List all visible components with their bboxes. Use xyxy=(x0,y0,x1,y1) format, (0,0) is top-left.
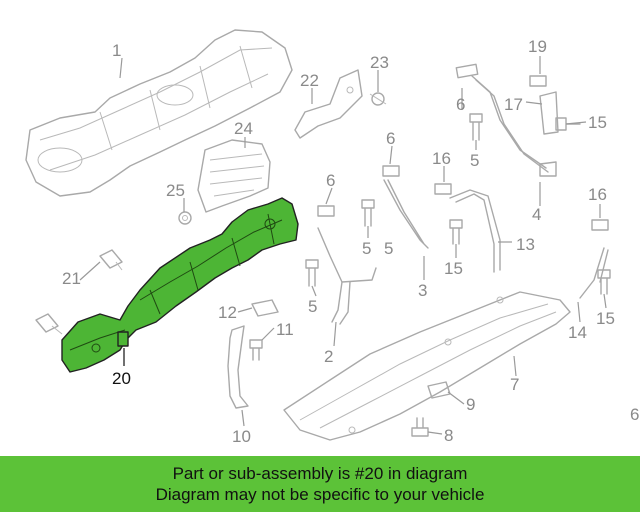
callout-label: 10 xyxy=(232,427,251,446)
callout-label: 9 xyxy=(466,395,475,414)
leader-lines xyxy=(79,56,607,435)
callout-labels: 1 2 3 4 5 5 5 5 6 6 6 6 7 8 9 10 11 12 1… xyxy=(62,37,639,446)
callout-label: 24 xyxy=(234,119,253,138)
retainer-part xyxy=(427,381,451,399)
mounting-bracket-group xyxy=(317,63,609,325)
nut-part xyxy=(178,211,192,225)
callout-label: 12 xyxy=(218,303,237,322)
callout-label: 15 xyxy=(588,113,607,132)
callout-label: 14 xyxy=(568,323,587,342)
skid-plate-part xyxy=(283,291,571,441)
fuel-tank-part xyxy=(25,29,293,197)
callout-label: 8 xyxy=(444,426,453,445)
retainer-part xyxy=(251,299,279,317)
callout-label: 22 xyxy=(300,71,319,90)
callout-label: 5 xyxy=(362,239,371,258)
callout-label: 16 xyxy=(588,185,607,204)
callout-label: 11 xyxy=(276,320,294,339)
callout-label: 15 xyxy=(444,259,463,278)
callout-label: 13 xyxy=(516,235,535,254)
callout-label: 23 xyxy=(370,53,389,72)
callout-label: 21 xyxy=(62,269,81,288)
highlight-info-banner: Part or sub-assembly is #20 in diagram D… xyxy=(0,456,640,512)
callout-label: 5 xyxy=(308,297,317,316)
heat-shield-part xyxy=(197,139,271,213)
callout-label: 19 xyxy=(528,37,547,56)
bolt-part xyxy=(35,249,123,335)
bracket-part xyxy=(294,69,363,139)
callout-label: 6 xyxy=(386,129,395,148)
callout-label: 17 xyxy=(504,95,523,114)
banner-line-part-info: Part or sub-assembly is #20 in diagram xyxy=(172,464,468,483)
callout-label: 3 xyxy=(418,281,427,300)
callout-label: 4 xyxy=(532,205,541,224)
callout-label: 15 xyxy=(596,309,615,328)
callout-label: 6 xyxy=(326,171,335,190)
clip-part xyxy=(369,92,387,106)
callout-label: 16 xyxy=(432,149,451,168)
callout-label: 7 xyxy=(510,375,519,394)
callout-label: 6 xyxy=(456,95,465,114)
callout-label: 6 xyxy=(630,405,639,424)
callout-label: 1 xyxy=(112,41,121,60)
callout-label: 2 xyxy=(324,347,333,366)
banner-line-disclaimer: Diagram may not be specific to your vehi… xyxy=(155,485,485,504)
bolt-set xyxy=(249,113,611,437)
callout-label-highlighted: 20 xyxy=(112,369,131,388)
callout-label: 5 xyxy=(384,239,393,258)
highlighted-shield-part-20[interactable] xyxy=(61,197,299,373)
callout-label: 25 xyxy=(166,181,185,200)
callout-label: 5 xyxy=(470,151,479,170)
bracket-part xyxy=(227,325,249,409)
exploded-parts-diagram: 1 2 3 4 5 5 5 5 6 6 6 6 7 8 9 10 11 12 1… xyxy=(25,29,639,446)
